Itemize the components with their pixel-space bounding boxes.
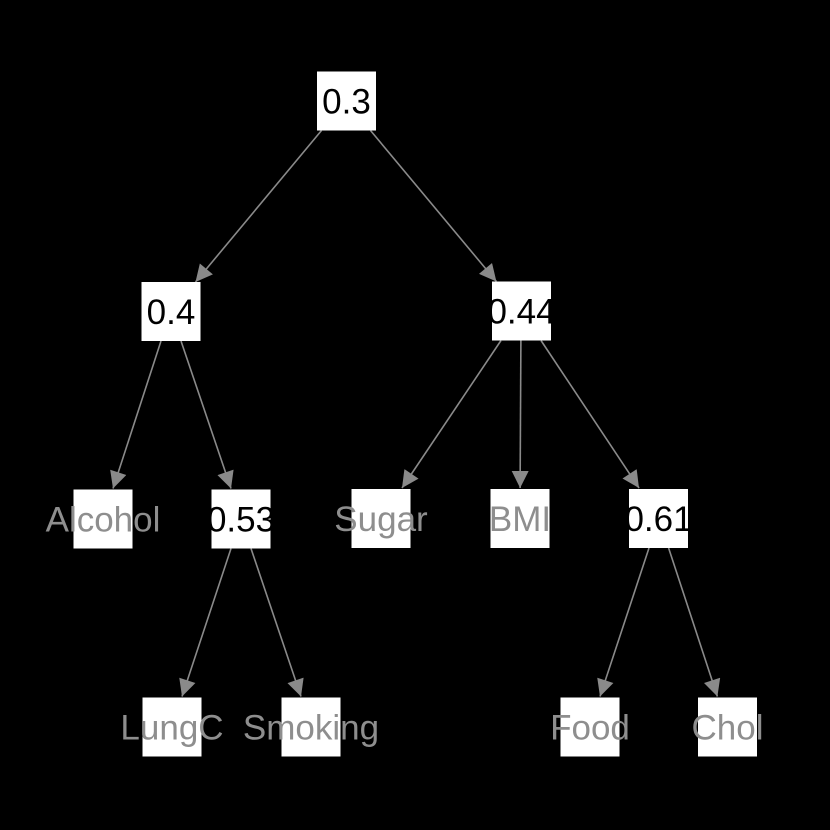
node-chol: Chol: [692, 697, 764, 757]
node-044: 0.44: [487, 281, 556, 341]
edge-root-to-node04: [194, 129, 323, 283]
edge-node044-to-node061: [540, 340, 640, 489]
node-label: Sugar: [334, 500, 428, 539]
node-box: [141, 282, 201, 341]
node-bmi: BMI: [489, 489, 551, 548]
node-label: Food: [550, 709, 630, 748]
node-box: [698, 697, 757, 757]
node-label: 0.44: [487, 293, 555, 332]
node-lungc: LungC: [120, 697, 224, 757]
node-label: 0.4: [147, 293, 196, 332]
node-sugar: Sugar: [334, 489, 428, 548]
node-04: 0.4: [141, 282, 201, 341]
node-label: Chol: [692, 709, 764, 748]
node-box: [492, 281, 551, 341]
node-box: [142, 697, 202, 757]
node-label: 0.3: [322, 83, 371, 122]
node-box: [560, 697, 620, 757]
edge-node044-to-sugar: [401, 340, 502, 489]
node-food: Food: [550, 697, 630, 757]
node-box: [73, 489, 133, 549]
edge-root-to-node044: [369, 129, 498, 283]
node-053: 0.53: [207, 489, 275, 549]
node-box: [211, 489, 271, 549]
node-box: [281, 697, 341, 757]
node-label: Alcohol: [46, 501, 161, 540]
edge-node044-to-bmi: [511, 340, 529, 489]
node-box: [629, 489, 688, 548]
node-label: 0.61: [624, 500, 692, 539]
edge-node04-to-alcohol: [110, 340, 162, 489]
edge-node04-to-node053: [180, 340, 234, 489]
edge-node061-to-chol: [667, 547, 721, 697]
node-box: [317, 71, 376, 131]
tree-edges: [110, 129, 721, 697]
node-box: [351, 489, 411, 548]
edge-node061-to-food: [597, 547, 650, 697]
node-box: [490, 489, 550, 548]
node-label: Smoking: [243, 709, 379, 748]
node-label: BMI: [489, 500, 551, 539]
edge-node053-to-smoking: [250, 548, 304, 697]
edge-node053-to-lungc: [179, 548, 232, 697]
node-061: 0.61: [624, 489, 693, 548]
node-label: LungC: [120, 709, 223, 748]
node-root: 0.3: [317, 71, 376, 131]
tree-nodes: 0.3 0.4 0.44 Alcohol 0.53 Sugar: [46, 71, 764, 757]
node-smoking: Smoking: [243, 697, 379, 757]
node-label: 0.53: [207, 501, 275, 540]
node-alcohol: Alcohol: [46, 489, 161, 549]
